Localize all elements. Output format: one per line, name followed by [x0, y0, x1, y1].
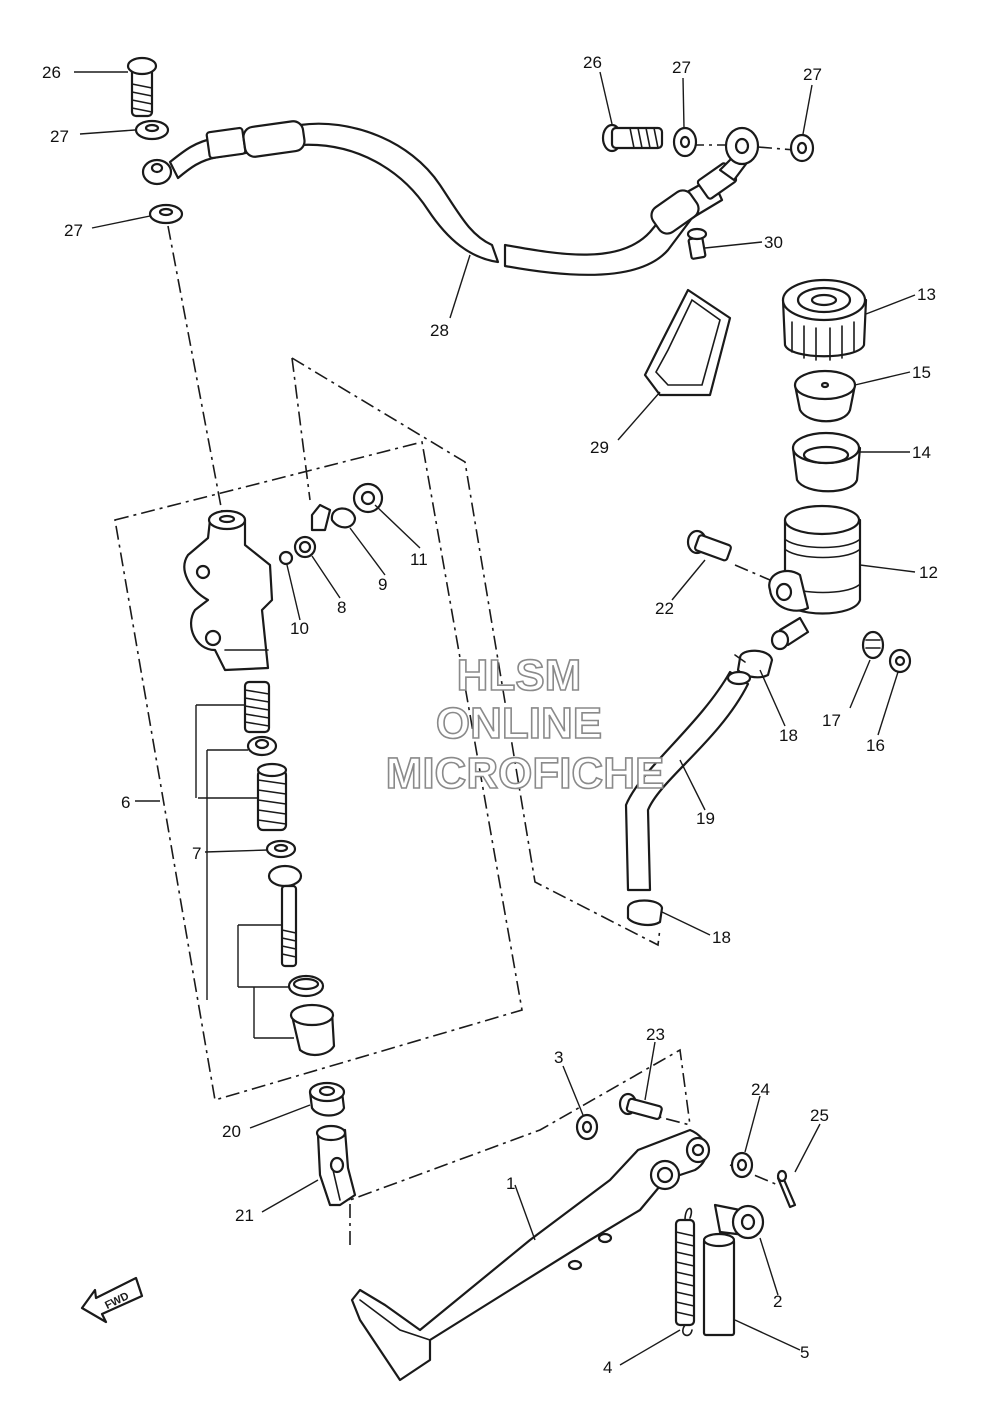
callout-11: 11	[410, 550, 428, 569]
reservoir-cap-part	[781, 278, 868, 361]
banjo-bolt-right	[601, 123, 664, 153]
callout-24: 24	[751, 1080, 770, 1099]
master-cylinder-body	[183, 509, 274, 672]
pedal-washer-part	[575, 1113, 599, 1141]
callout-19: 19	[696, 809, 715, 828]
assembly-bracket-lines	[195, 704, 294, 1039]
callout-27-left-upper: 27	[50, 127, 69, 146]
callout-4: 4	[603, 1358, 612, 1377]
pivot-shaft-part	[713, 1203, 765, 1240]
callout-13: 13	[917, 285, 936, 304]
callout-25: 25	[810, 1106, 829, 1125]
callout-8: 8	[337, 598, 346, 617]
push-rod-part	[267, 864, 303, 968]
crush-washer-right-1	[672, 126, 698, 158]
callout-1: 1	[506, 1174, 515, 1193]
crush-washer-left-lower	[148, 203, 184, 225]
circlip-small-part	[330, 507, 357, 529]
callout-3: 3	[554, 1048, 563, 1067]
plain-washer-part	[730, 1151, 754, 1179]
spring-part	[243, 680, 271, 734]
cotter-pin-part	[776, 1169, 797, 1209]
callout-15: 15	[912, 363, 931, 382]
callout-16: 16	[866, 736, 885, 755]
watermark-line-1: HLSM	[457, 651, 582, 700]
callout-10: 10	[290, 619, 309, 638]
callout-labels: 26 27 27 26 27 27 28 30 29 13 15 14 12 2…	[42, 53, 938, 1377]
oring-small-part	[278, 550, 294, 566]
callout-22: 22	[655, 599, 674, 618]
watermark-line-2: ONLINE	[436, 699, 602, 748]
callout-26-right: 26	[583, 53, 602, 72]
leader-lines	[74, 71, 916, 1366]
brake-pedal-part	[350, 1128, 711, 1382]
union-part	[293, 535, 317, 559]
diaphragm-plate-part	[793, 369, 857, 423]
callout-27-right-2: 27	[803, 65, 822, 84]
banjo-fitting-right	[724, 126, 760, 166]
pedal-assembly-outline	[349, 1048, 691, 1245]
hose-joint-part	[770, 616, 810, 651]
brake-hose-part	[168, 120, 754, 276]
clevis-part	[315, 1124, 357, 1207]
crush-washer-right-2	[789, 133, 815, 163]
watermark: HLSM ONLINE MICROFICHE	[385, 650, 665, 799]
callout-23: 23	[646, 1025, 665, 1044]
cup-secondary-part	[265, 839, 297, 859]
locknut-part	[308, 1081, 346, 1117]
callout-21: 21	[235, 1206, 254, 1225]
union-elbow-part	[310, 503, 332, 532]
oring-part	[861, 630, 885, 660]
pivot-bolt-part	[618, 1092, 663, 1120]
callout-29: 29	[590, 438, 609, 457]
callout-6: 6	[121, 793, 130, 812]
banjo-bolt-left	[126, 56, 158, 118]
watermark-line-3: MICROFICHE	[386, 749, 665, 798]
reservoir-hose-part	[624, 670, 752, 892]
callout-26-left: 26	[42, 63, 61, 82]
callout-2: 2	[773, 1292, 782, 1311]
diaphragm-part	[791, 431, 862, 493]
callout-14: 14	[912, 443, 931, 462]
callout-27-right-1: 27	[672, 58, 691, 77]
callout-18-upper: 18	[779, 726, 798, 745]
callout-27-left-lower: 27	[64, 221, 83, 240]
master-cylinder-assembly-outline	[114, 441, 523, 1102]
callout-5: 5	[800, 1343, 809, 1362]
cup-primary-part	[246, 735, 278, 757]
dust-boot-part	[289, 1003, 336, 1056]
hose-clamp-lower	[626, 899, 664, 927]
callout-18-lower: 18	[712, 928, 731, 947]
spring-collar-part	[702, 1232, 736, 1337]
callout-9: 9	[378, 575, 387, 594]
callout-28: 28	[430, 321, 449, 340]
banjo-fitting-left	[141, 158, 173, 186]
reservoir-bracket-part	[643, 227, 732, 397]
callout-20: 20	[222, 1122, 241, 1141]
circlip-large-part	[287, 974, 325, 998]
return-spring-part	[674, 1207, 696, 1337]
reservoir-tank-part	[768, 504, 862, 615]
callout-30: 30	[764, 233, 783, 252]
forward-arrow-icon: FWD	[80, 1276, 144, 1324]
crush-washer-left-upper	[134, 119, 170, 141]
reservoir-assembly-outline	[291, 357, 661, 947]
grommet-part	[888, 648, 912, 674]
callout-12: 12	[919, 563, 938, 582]
piston-part	[256, 762, 288, 832]
callout-7: 7	[192, 844, 201, 863]
callout-17: 17	[822, 711, 841, 730]
reservoir-bolt-part	[686, 529, 732, 562]
